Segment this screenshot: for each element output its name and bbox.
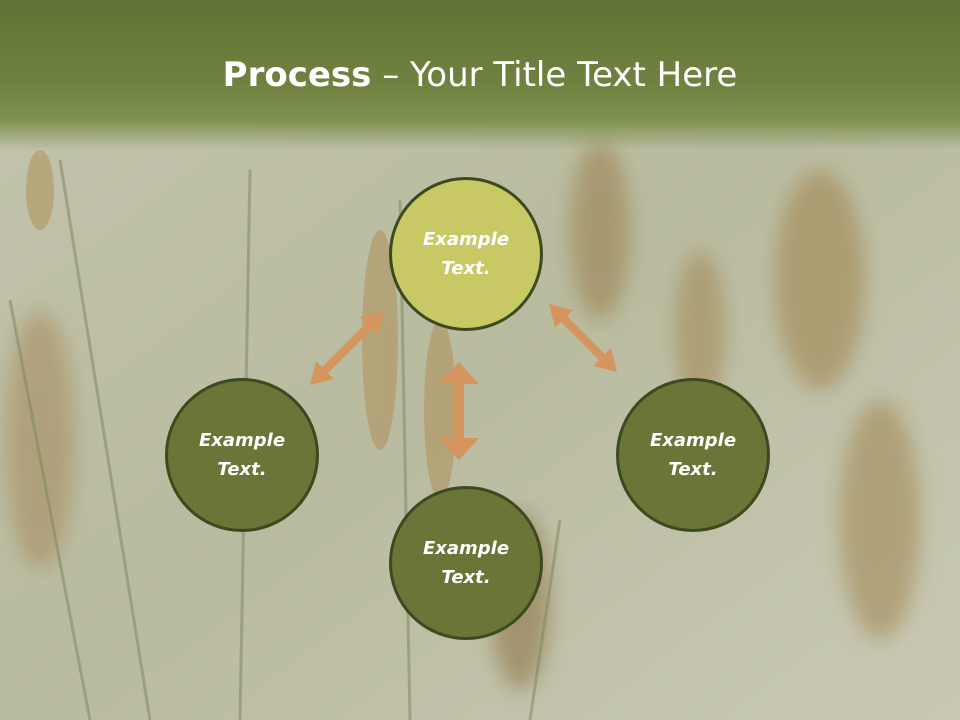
node-left-label: Example Text. xyxy=(187,426,297,484)
node-top-label: Example Text. xyxy=(411,225,521,283)
node-bottom-label: Example Text. xyxy=(411,534,521,592)
node-bottom: Example Text. xyxy=(389,486,543,640)
node-left: Example Text. xyxy=(165,378,319,532)
node-top: Example Text. xyxy=(389,177,543,331)
node-right: Example Text. xyxy=(616,378,770,532)
node-right-label: Example Text. xyxy=(638,426,748,484)
arrow-top-left xyxy=(310,311,384,385)
arrow-vertical xyxy=(439,362,479,460)
arrow-top-right xyxy=(549,304,617,372)
